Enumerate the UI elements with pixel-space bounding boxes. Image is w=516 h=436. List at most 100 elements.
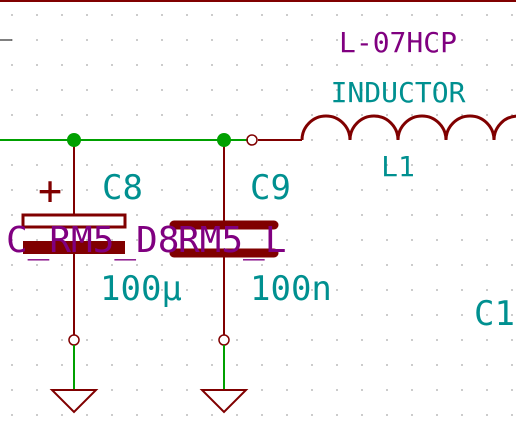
grid-dot: [486, 164, 488, 166]
inductor-l1[interactable]: [300, 114, 516, 141]
grid-dot: [436, 389, 438, 391]
grid-dot: [286, 114, 288, 116]
grid-dot: [86, 339, 88, 341]
grid-dot: [461, 389, 463, 391]
grid-dot: [336, 164, 338, 166]
grid-dot: [11, 289, 13, 291]
grid-dot: [161, 239, 163, 241]
grid-dot: [111, 64, 113, 66]
grid-dot: [36, 239, 38, 241]
grid-dot: [386, 214, 388, 216]
grid-dot: [161, 289, 163, 291]
grid-dot: [86, 314, 88, 316]
grid-dot: [186, 64, 188, 66]
grid-dot: [461, 364, 463, 366]
grid-dot: [161, 189, 163, 191]
grid-dot: [136, 214, 138, 216]
grid-dot: [286, 89, 288, 91]
grid-dot: [411, 39, 413, 41]
grid-dot: [61, 89, 63, 91]
grid-dot: [461, 314, 463, 316]
grid-dot: [336, 364, 338, 366]
grid-dot: [486, 239, 488, 241]
grid-dot: [436, 289, 438, 291]
grid-dot: [436, 89, 438, 91]
grid-dot: [211, 189, 213, 191]
grid-dot: [186, 89, 188, 91]
grid-dot: [511, 14, 513, 16]
grid-dot: [511, 64, 513, 66]
grid-dot: [261, 164, 263, 166]
grid-dot: [386, 39, 388, 41]
grid-dot: [286, 164, 288, 166]
grid-dot: [436, 414, 438, 416]
grid-dot: [361, 289, 363, 291]
grid-dot: [461, 414, 463, 416]
grid-dot: [311, 89, 313, 91]
grid-dot: [136, 389, 138, 391]
grid-dot: [361, 264, 363, 266]
grid-dot: [11, 264, 13, 266]
grid-dot: [161, 64, 163, 66]
grid-dot: [211, 214, 213, 216]
grid-dot: [411, 414, 413, 416]
grid-dot: [286, 289, 288, 291]
grid-dot: [36, 389, 38, 391]
grid-dot: [261, 264, 263, 266]
grid-dot: [261, 214, 263, 216]
grid-dot: [461, 64, 463, 66]
grid-dot: [261, 114, 263, 116]
grid-dot: [436, 364, 438, 366]
grid-dot: [436, 264, 438, 266]
grid-dot: [11, 364, 13, 366]
capacitor-c8[interactable]: +: [21, 140, 127, 414]
grid-dot: [386, 389, 388, 391]
grid-dot: [386, 339, 388, 341]
grid-dot: [386, 264, 388, 266]
grid-dot: [436, 189, 438, 191]
grid-dot: [511, 389, 513, 391]
grid-dot: [211, 364, 213, 366]
grid-dot: [286, 189, 288, 191]
grid-dot: [511, 139, 513, 141]
grid-dot: [486, 364, 488, 366]
grid-dot: [261, 14, 263, 16]
grid-dot: [361, 189, 363, 191]
grid-dot: [461, 139, 463, 141]
grid-dot: [461, 214, 463, 216]
grid-dot: [461, 289, 463, 291]
grid-dot: [361, 414, 363, 416]
grid-dot: [486, 114, 488, 116]
grid-dot: [61, 364, 63, 366]
grid-dot: [461, 114, 463, 116]
grid-dot: [411, 364, 413, 366]
grid-dot: [236, 239, 238, 241]
grid-dot: [36, 164, 38, 166]
grid-dot: [311, 389, 313, 391]
grid-dot: [11, 239, 13, 241]
grid-dot: [486, 39, 488, 41]
grid-dot: [436, 314, 438, 316]
grid-dot: [286, 339, 288, 341]
grid-dot: [486, 264, 488, 266]
grid-dot: [386, 139, 388, 141]
grid-dot: [86, 414, 88, 416]
grid-dot: [461, 14, 463, 16]
grid-dot: [161, 314, 163, 316]
grid-dot: [336, 214, 338, 216]
grid-dot: [311, 114, 313, 116]
grid-dot: [386, 89, 388, 91]
grid-dot: [36, 364, 38, 366]
grid-dot: [386, 114, 388, 116]
capacitor-c9[interactable]: [169, 140, 279, 414]
grid-dot: [486, 389, 488, 391]
grid-dot: [11, 314, 13, 316]
grid-dot: [436, 239, 438, 241]
grid-dot: [236, 314, 238, 316]
grid-dot: [461, 339, 463, 341]
grid-dot: [136, 339, 138, 341]
grid-dot: [386, 364, 388, 366]
grid-dot: [261, 39, 263, 41]
grid-dot: [336, 39, 338, 41]
